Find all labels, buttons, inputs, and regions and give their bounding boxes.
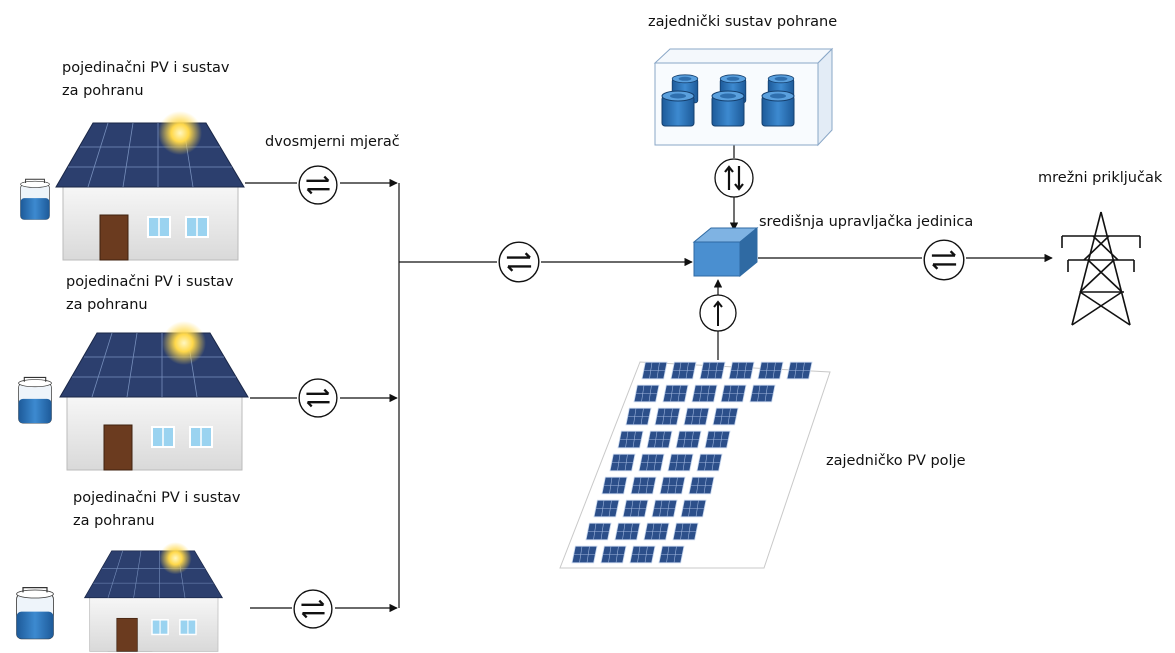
solar-panel-icon: [720, 384, 747, 403]
solar-panel-icon: [683, 407, 710, 426]
solar-panel-icon: [638, 453, 665, 472]
solar-panel-icon: [625, 407, 652, 426]
house-3-label: pojedinačni PV i sustav za pohranu: [73, 490, 245, 529]
meter-pv-field-icon: [699, 294, 737, 332]
solar-panel-icon: [757, 361, 784, 380]
solar-panel-icon: [654, 407, 681, 426]
grid-tower-icon: [1061, 211, 1141, 326]
meter-house-2-icon: [297, 377, 339, 419]
solar-panel-icon: [688, 476, 715, 495]
solar-panel-icon: [633, 384, 660, 403]
solar-panel-icon: [641, 361, 668, 380]
solar-panel-icon: [617, 430, 644, 449]
solar-panel-icon: [786, 361, 813, 380]
central-control-unit-label: središnja upravljačka jedinica: [759, 214, 973, 230]
solar-panel-icon: [651, 499, 678, 518]
central-control-unit: [692, 226, 759, 278]
shared-storage-unit: [653, 47, 834, 147]
solar-panel-icon: [643, 522, 670, 541]
solar-panel-icon: [662, 384, 689, 403]
solar-panel-icon: [629, 545, 656, 564]
house-3: [15, 541, 224, 653]
solar-panel-icon: [614, 522, 641, 541]
solar-panel-icon: [600, 545, 627, 564]
connection-lines: [245, 145, 1053, 613]
meter-storage-icon: [714, 158, 754, 198]
grid-connection-label: mrežni priključak: [1038, 170, 1163, 186]
solar-panel-icon: [593, 499, 620, 518]
solar-panel-icon: [622, 499, 649, 518]
solar-panel-icon: [659, 476, 686, 495]
storage-barrel-icon: [17, 376, 53, 424]
shared-pv-field: [559, 361, 831, 569]
house-2-label: pojedinačni PV i sustav za pohranu: [66, 274, 238, 313]
solar-panel-icon: [585, 522, 612, 541]
shared-storage-label: zajednički sustav pohrane: [648, 14, 837, 30]
shared-pv-field-label: zajedničko PV polje: [826, 453, 966, 469]
solar-panel-icon: [571, 545, 598, 564]
solar-panel-icon: [696, 453, 723, 472]
solar-panel-icon: [601, 476, 628, 495]
solar-panel-icon: [609, 453, 636, 472]
meter-grid-icon: [922, 238, 966, 282]
solar-panel-icon: [728, 361, 755, 380]
meter-house-3-icon: [292, 588, 334, 630]
solar-panel-icon: [658, 545, 685, 564]
solar-panel-icon: [699, 361, 726, 380]
solar-panel-icon: [675, 430, 702, 449]
solar-panel-icon: [749, 384, 776, 403]
solar-panel-icon: [667, 453, 694, 472]
house-2: [17, 320, 249, 471]
storage-barrel-icon: [15, 586, 55, 640]
house-1: [19, 110, 245, 261]
solar-panel-icon: [680, 499, 707, 518]
house-1-label: pojedinačni PV i sustav za pohranu: [62, 60, 234, 99]
meter-community-icon: [497, 240, 541, 284]
solar-panel-icon: [712, 407, 739, 426]
solar-panel-icon: [704, 430, 731, 449]
bidirectional-meter-label: dvosmjerni mjerač: [265, 134, 400, 150]
meter-house-1-icon: [297, 164, 339, 206]
solar-panel-icon: [672, 522, 699, 541]
storage-barrel-icon: [19, 178, 51, 221]
solar-panel-icon: [670, 361, 697, 380]
solar-panel-icon: [691, 384, 718, 403]
solar-panel-icon: [630, 476, 657, 495]
solar-panel-icon: [646, 430, 673, 449]
